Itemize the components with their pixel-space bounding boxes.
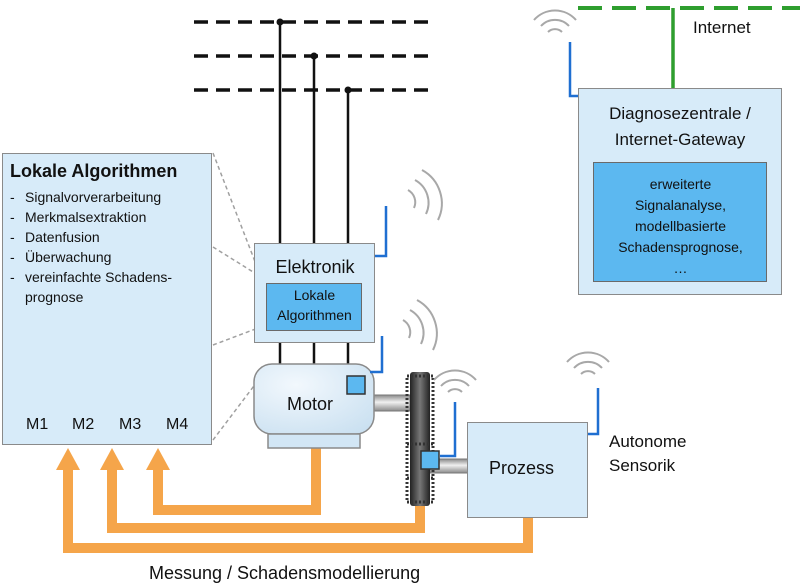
motor-label-m3: M3	[119, 416, 142, 433]
diagnose-title-line1: Diagnosezentrale /	[609, 104, 751, 123]
arrow-heads	[56, 448, 170, 470]
diagnose-line: Signalanalyse,	[634, 197, 727, 213]
list-item: -Überwachung	[10, 249, 112, 265]
motor-label-m2: M2	[72, 416, 95, 433]
prozess-label: Prozess	[489, 458, 555, 478]
internet-line	[578, 6, 800, 88]
list-item: -Merkmalsextraktion	[10, 209, 147, 225]
motor-label: Motor	[287, 394, 334, 414]
sensorik-line2: Sensorik	[609, 456, 676, 475]
diagnose-line: erweiterte	[649, 176, 712, 192]
diagnose-line: Schadensprognose,	[618, 239, 743, 255]
diagnose-line: …	[673, 260, 688, 276]
diagnose-inner-text: erweiterte Signalanalyse, modellbasierte…	[593, 174, 768, 279]
power-drops	[278, 22, 350, 364]
motor-label-m1: M1	[26, 416, 49, 433]
antenna-lines	[370, 42, 600, 458]
list-item-continuation: prognose	[25, 289, 84, 305]
local-algorithms-line1: Lokale	[293, 287, 336, 303]
motor-foot	[267, 433, 361, 449]
motor-label-m4: M4	[166, 416, 189, 433]
panel-title: Lokale Algorithmen	[10, 161, 178, 181]
list-item: -Datenfusion	[10, 229, 100, 245]
diagnose-inner-box	[593, 162, 767, 282]
gear-small	[405, 440, 435, 506]
bottom-caption: Messung / Schadensmodellierung	[149, 563, 421, 583]
local-algorithms-panel	[2, 153, 212, 445]
sensorik-line1: Autonome	[609, 432, 687, 451]
local-algorithms-line2: Algorithmen	[277, 307, 352, 323]
elektronik-title: Elektronik	[275, 257, 355, 277]
diagnose-line: modellbasierte	[634, 218, 727, 234]
list-item: -vereinfachte Schadens-	[10, 269, 173, 285]
algorithm-list: -Signalvorverarbeitung -Merkmalsextrakti…	[10, 187, 172, 307]
junction-dots	[276, 18, 352, 94]
list-item: -Signalvorverarbeitung	[10, 189, 162, 205]
prozess-box	[467, 422, 588, 518]
wireless-waves	[402, 9, 610, 393]
diagnose-title-line2: Internet-Gateway	[614, 130, 746, 149]
shaft-motor	[373, 394, 411, 412]
internet-label: Internet	[693, 18, 751, 37]
local-algorithms-box	[266, 283, 362, 331]
